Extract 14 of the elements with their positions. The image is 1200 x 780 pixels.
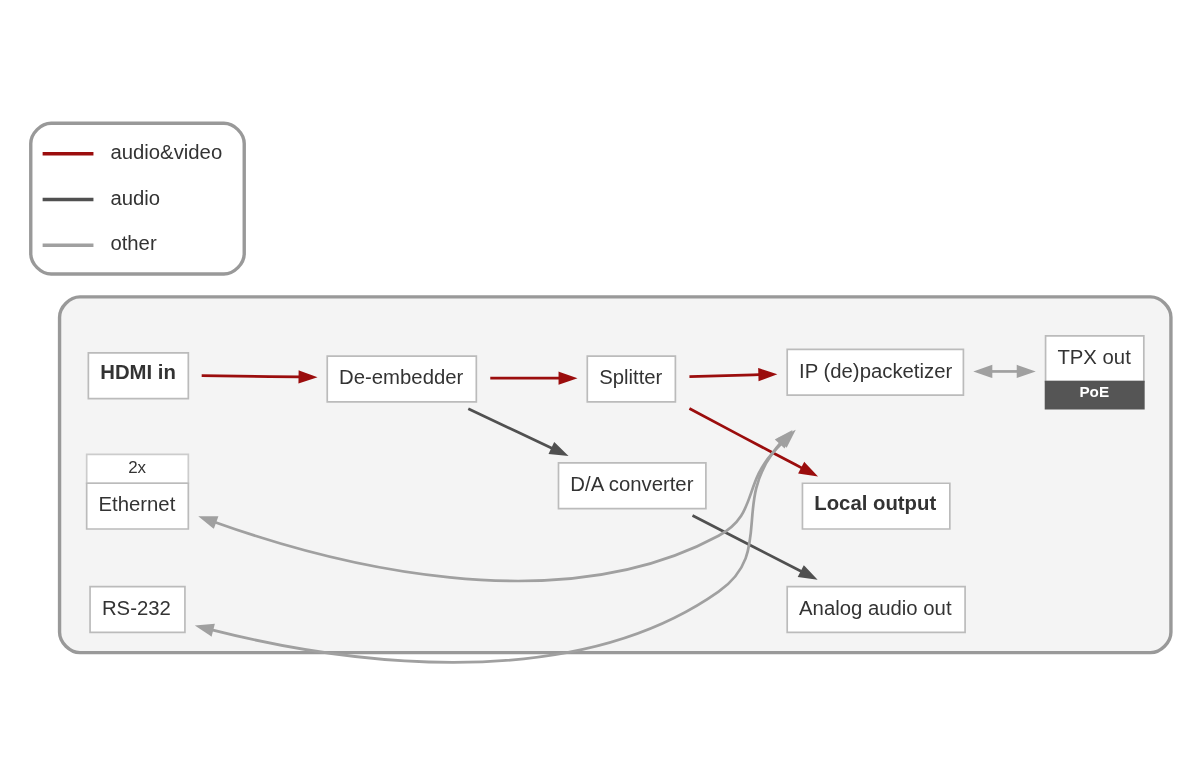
legend-label: other <box>110 231 157 254</box>
legend-label: audio <box>110 186 161 209</box>
arrow <box>689 367 778 381</box>
legend-label: audio&video <box>110 140 223 163</box>
arrow <box>490 371 578 385</box>
arrow <box>691 513 818 580</box>
arrow <box>973 364 1036 378</box>
node-label: PoE <box>1079 382 1110 400</box>
arrow <box>467 407 569 456</box>
cluster <box>57 294 1173 654</box>
arrow <box>201 369 318 384</box>
arrow <box>688 406 819 476</box>
node-label: 2x <box>128 457 147 477</box>
arrow <box>194 429 793 664</box>
